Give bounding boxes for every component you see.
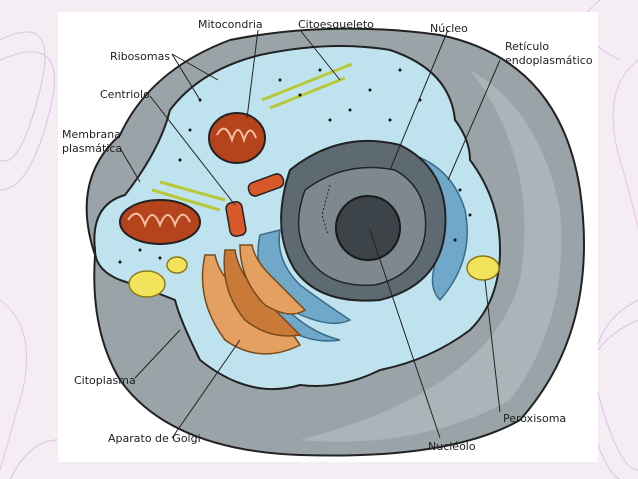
label-reticulo-line2: endoplasmático	[505, 54, 593, 67]
mitochondria	[119, 112, 266, 245]
golgi-apparatus	[201, 244, 307, 355]
label-reticulo-line1: Retículo	[505, 40, 550, 53]
leader-lines	[119, 29, 501, 439]
label-membrana-line2: plasmática	[62, 142, 123, 155]
cytoskeleton	[151, 62, 353, 212]
nucleolus	[335, 195, 401, 261]
label-mitocondria: Mitocondria	[198, 18, 263, 31]
label-citoesqueleto: Citoesqueleto	[298, 18, 374, 31]
peroxisomes	[128, 255, 500, 298]
nucleus	[280, 139, 447, 302]
centrioles	[225, 173, 285, 237]
label-nucleolo: Nucléolo	[428, 440, 476, 453]
label-citoplasma: Citoplasma	[74, 374, 136, 387]
label-ribosomas: Ribosomas	[110, 50, 171, 63]
label-centriolo: Centriolo	[100, 88, 150, 101]
ribosomes	[118, 68, 472, 264]
label-golgi: Aparato de Golgi	[108, 432, 201, 445]
label-nucleo: Núcleo	[430, 22, 468, 35]
label-peroxisoma: Peroxisoma	[503, 412, 567, 425]
label-membrana-line1: Membrana	[62, 128, 121, 141]
cell-outer-shade	[300, 70, 562, 442]
